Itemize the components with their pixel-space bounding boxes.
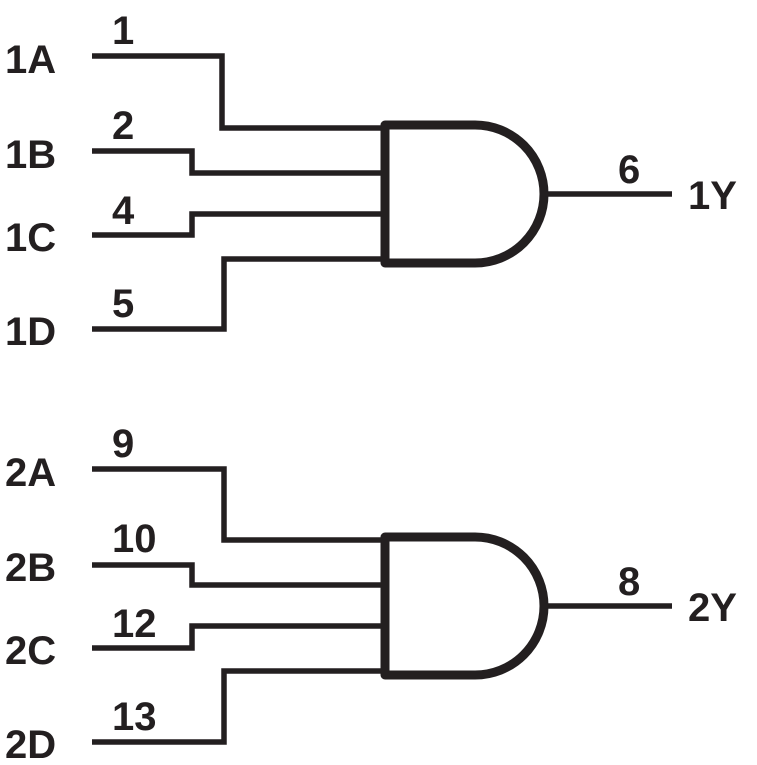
wire-1c — [92, 211, 384, 238]
wire-1d — [92, 256, 384, 332]
wire-2a — [92, 466, 384, 543]
pin-number-9: 9 — [112, 422, 134, 466]
pin-number-6: 6 — [618, 148, 640, 192]
pin-number-5: 5 — [112, 282, 134, 326]
wire-1a — [92, 53, 384, 131]
pin-number-13: 13 — [112, 695, 157, 739]
wire-2b — [92, 562, 384, 588]
gate-1-group — [92, 53, 672, 332]
wire-1b — [92, 148, 384, 176]
input-label-2a: 2A — [5, 451, 56, 495]
input-label-1a: 1A — [5, 38, 56, 82]
pin-number-12: 12 — [112, 602, 157, 646]
gate-2-group — [92, 466, 672, 745]
wire-2c — [92, 623, 384, 651]
pin-number-1: 1 — [112, 9, 134, 53]
pin-number-10: 10 — [112, 517, 157, 561]
pin-number-4: 4 — [112, 189, 135, 233]
pin-number-2: 2 — [112, 104, 134, 148]
gate-2-body — [380, 532, 549, 680]
input-label-1b: 1B — [5, 133, 56, 177]
output-label-1y: 1Y — [688, 174, 737, 218]
pin-number-8: 8 — [618, 560, 640, 604]
output-label-2y: 2Y — [688, 586, 737, 630]
wire-2d — [92, 668, 384, 745]
input-label-2c: 2C — [5, 629, 56, 673]
input-label-1d: 1D — [5, 310, 56, 354]
input-label-2d: 2D — [5, 723, 56, 765]
input-label-1c: 1C — [5, 216, 56, 260]
input-label-2b: 2B — [5, 546, 56, 590]
gate-1-body — [380, 120, 549, 268]
